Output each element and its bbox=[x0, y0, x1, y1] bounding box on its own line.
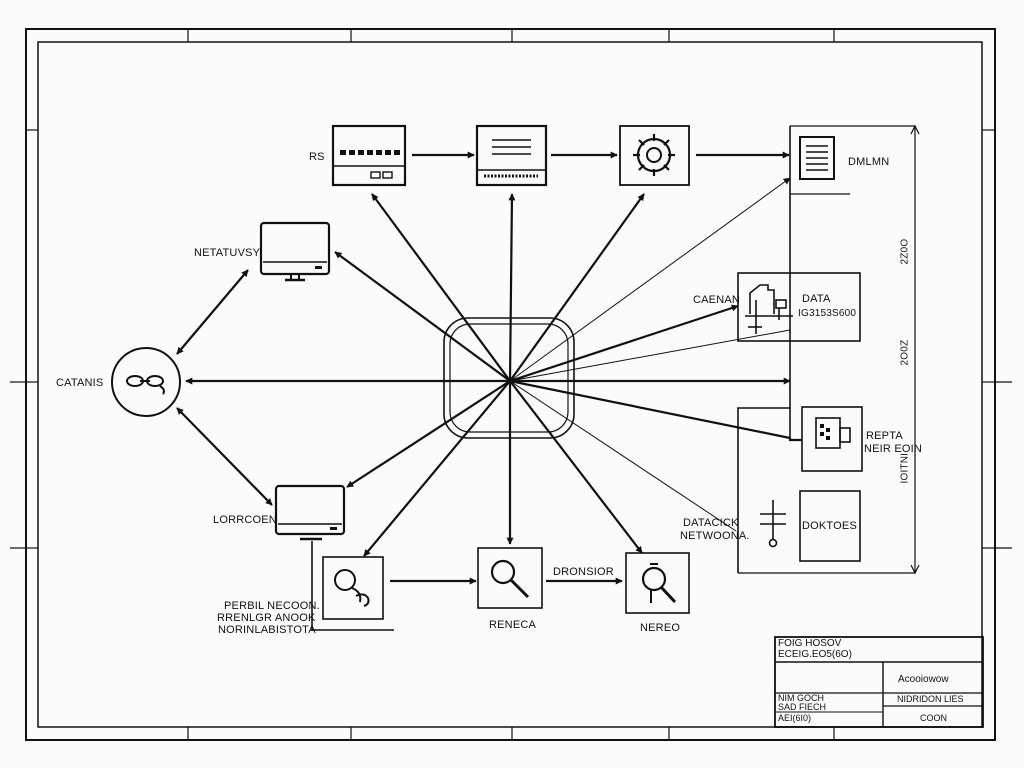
title-block-small1: NIM GOCH bbox=[778, 693, 824, 703]
title-block bbox=[774, 636, 984, 728]
dimension-top: 2Z0O bbox=[899, 238, 911, 265]
title-block-row2: ECEIG.EO5(6O) bbox=[778, 649, 852, 660]
sensor-probe-icon bbox=[625, 552, 690, 614]
label-perbil-3: NORINLABISTOTA bbox=[218, 624, 316, 636]
label-perbil-1: PERBIL NECOON. bbox=[224, 600, 320, 612]
dimension-bot: IOITNI bbox=[899, 452, 911, 484]
label-reneca: RENECA bbox=[489, 619, 537, 631]
label-lorrcoen: LORRCOEN bbox=[213, 514, 277, 526]
label-doktoes: DOKTOES bbox=[802, 520, 857, 532]
magnifier-icon bbox=[477, 547, 543, 609]
connectors bbox=[176, 124, 920, 631]
dimension-mid: 2O0Z bbox=[899, 339, 911, 366]
label-dronsior: DRONSIOR bbox=[553, 566, 614, 578]
label-caenan: CAENAN bbox=[693, 294, 741, 306]
network-wheel-icon bbox=[619, 125, 690, 186]
server-rack-icon bbox=[331, 124, 407, 187]
label-dmlmn: DMLMN bbox=[848, 156, 890, 168]
label-neir-eon: NEIR EOIN bbox=[864, 443, 923, 455]
title-block-small3: AEI(6I0) bbox=[778, 713, 812, 723]
label-rs: RS bbox=[309, 151, 325, 163]
switch-symbol-icon bbox=[760, 490, 861, 562]
document-list-icon bbox=[799, 136, 835, 180]
label-data-code: IG3153S600 bbox=[798, 308, 857, 319]
label-nereo: NEREO bbox=[640, 622, 681, 634]
label-data: DATA bbox=[802, 293, 831, 305]
drawing-frame bbox=[10, 28, 1012, 741]
monitor-icon bbox=[274, 484, 346, 541]
chain-link-icon bbox=[111, 347, 181, 417]
label-netwoona: NETWOONA. bbox=[680, 530, 750, 542]
title-block-small2: SAD FIECH bbox=[778, 702, 827, 712]
data-module bbox=[737, 272, 861, 342]
label-catanis: CATANIS bbox=[56, 377, 104, 389]
label-netatuvsy: NETATUVSY bbox=[194, 247, 261, 259]
terminal-display-icon bbox=[475, 124, 548, 187]
fax-device-icon bbox=[801, 406, 863, 472]
label-perbil-2: RRENLGR ANOOK bbox=[217, 612, 316, 624]
cable-plug-icon bbox=[322, 556, 384, 620]
title-block-row1: FOIG HOSOV bbox=[778, 638, 842, 649]
title-block-coon: COON bbox=[920, 713, 947, 723]
title-block-nirdon: NIDRIDON LIES bbox=[897, 694, 964, 704]
label-datacick: DATACICK bbox=[683, 517, 739, 529]
label-repta: REPTA bbox=[866, 430, 903, 442]
monitor-icon bbox=[259, 221, 331, 282]
title-block-acoo: Acooiowow bbox=[898, 674, 949, 685]
